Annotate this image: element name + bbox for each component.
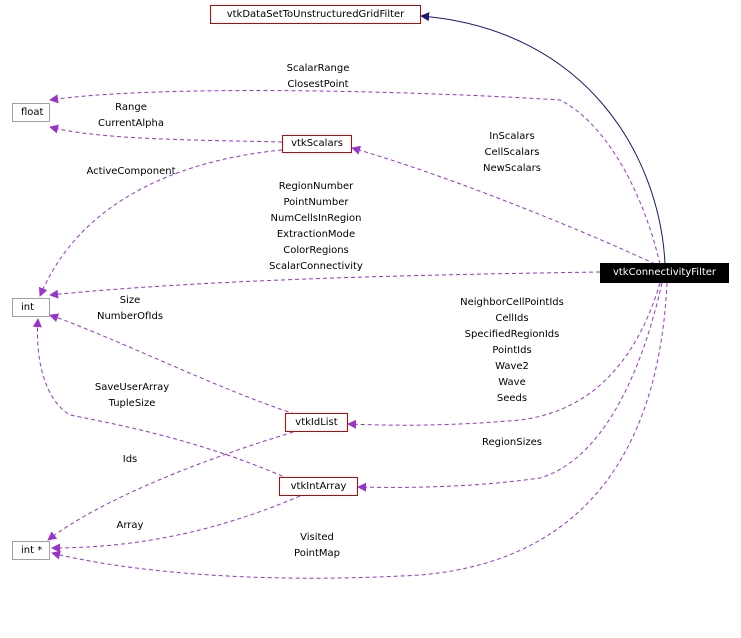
node-float: float: [12, 103, 50, 122]
node-int: int: [12, 298, 50, 317]
edge-ids: [47, 429, 301, 541]
label-in-scalars: InScalars: [489, 131, 535, 142]
label-scalar-range: ScalarRange: [286, 63, 350, 74]
label-number-of-ids: NumberOfIds: [96, 311, 164, 322]
edge-array: [51, 495, 301, 553]
label-cell-ids: CellIds: [495, 313, 529, 324]
edge-visited-pointmap: [51, 282, 668, 579]
label-point-map: PointMap: [294, 548, 340, 559]
edge-saveuserarray-tuplesize: [32, 318, 290, 480]
label-wave: Wave: [498, 377, 526, 388]
label-save-user-array: SaveUserArray: [94, 382, 170, 393]
label-new-scalars: NewScalars: [482, 163, 542, 174]
label-tuple-size: TupleSize: [108, 398, 156, 409]
label-wave2: Wave2: [495, 361, 529, 372]
node-vtk-connectivity-filter[interactable]: vtkConnectivityFilter: [600, 263, 729, 283]
label-array: Array: [116, 520, 144, 531]
label-current-alpha: CurrentAlpha: [98, 118, 164, 129]
label-size: Size: [119, 295, 141, 306]
edge-regionnumber-group: [49, 271, 601, 299]
label-closest-point: ClosestPoint: [287, 79, 349, 90]
label-region-number: RegionNumber: [278, 181, 354, 192]
label-visited: Visited: [300, 532, 334, 543]
label-seeds: Seeds: [496, 393, 528, 404]
node-vtk-int-array[interactable]: vtkIntArray: [279, 477, 358, 496]
edge-size-numberofids: [49, 313, 296, 415]
node-int-pointer: int *: [12, 541, 50, 560]
edge-regionsizes: [357, 282, 663, 492]
label-point-ids: PointIds: [492, 345, 532, 356]
edge-scalars: [351, 145, 656, 265]
edge-inheritance-base: [420, 12, 666, 265]
node-vtk-id-list[interactable]: vtkIdList: [285, 413, 348, 432]
label-extraction-mode: ExtractionMode: [276, 229, 356, 240]
edge-activecomponent: [38, 149, 283, 297]
label-num-cells-in-region: NumCellsInRegion: [270, 213, 362, 224]
label-cell-scalars: CellScalars: [484, 147, 540, 158]
node-vtk-dataset-to-unstructured-grid-filter[interactable]: vtkDataSetToUnstructuredGridFilter: [210, 5, 421, 24]
label-point-number: PointNumber: [283, 197, 349, 208]
label-range: Range: [115, 102, 147, 113]
edge-idlist-group: [347, 282, 661, 429]
node-vtk-scalars[interactable]: vtkScalars: [282, 135, 352, 153]
label-neighbor-cell-point-ids: NeighborCellPointIds: [460, 297, 564, 308]
edge-scalarrange-closestpoint: [49, 90, 661, 265]
label-active-component: ActiveComponent: [86, 166, 176, 177]
edge-range-currentalpha: [49, 124, 283, 143]
label-color-regions: ColorRegions: [283, 245, 349, 256]
label-ids: Ids: [122, 454, 138, 465]
label-specified-region-ids: SpecifiedRegionIds: [464, 329, 560, 340]
label-region-sizes: RegionSizes: [482, 437, 542, 448]
label-scalar-connectivity: ScalarConnectivity: [269, 261, 363, 272]
